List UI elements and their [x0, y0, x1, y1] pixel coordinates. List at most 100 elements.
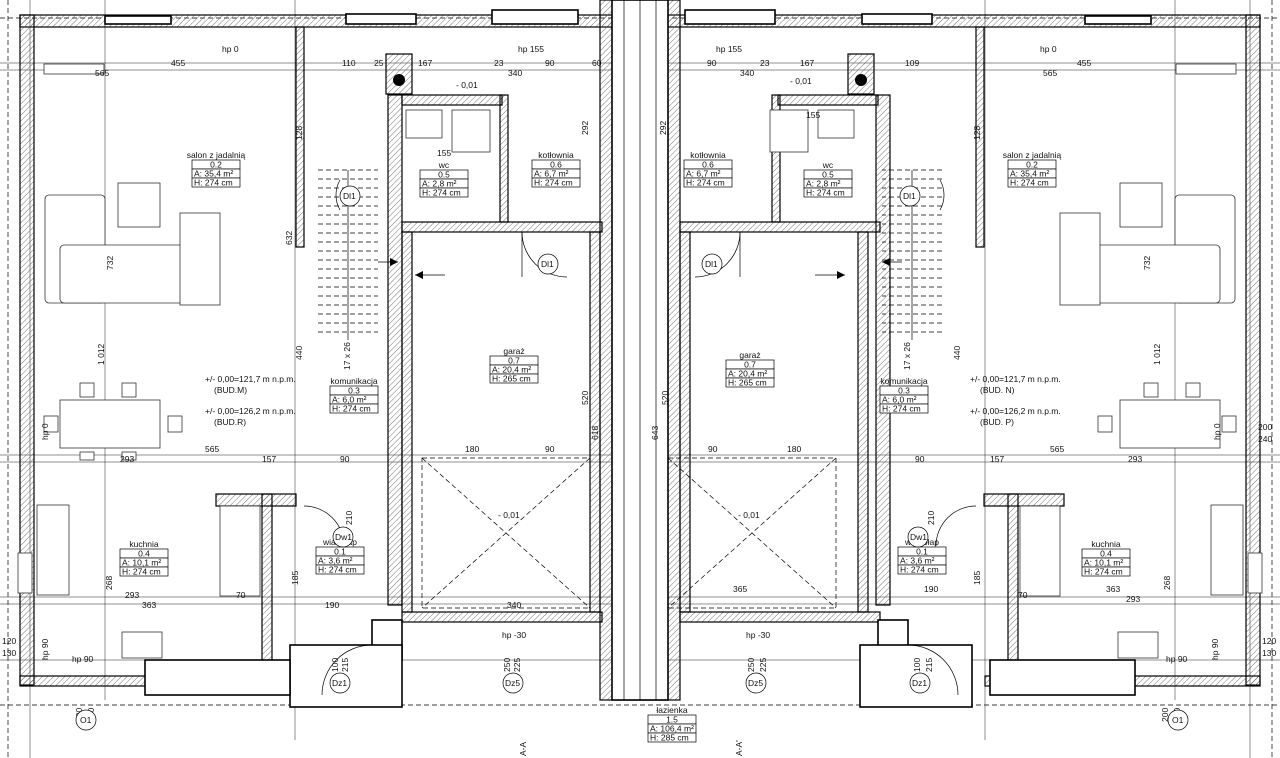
- door-dl1-b: Dl1: [705, 259, 718, 269]
- room-area: A: 6,0 m²: [332, 395, 367, 405]
- room-number: 0.6: [550, 160, 562, 170]
- hp-side-left-0: hp 0: [40, 423, 50, 440]
- room-area: A: 6,7 m²: [686, 169, 721, 179]
- room-area: A: 20,4 m²: [492, 365, 531, 375]
- dim-1012: 1 012: [96, 343, 106, 365]
- room-number: 0.7: [508, 356, 520, 366]
- room-height: H: 274 cm: [422, 188, 461, 198]
- dim-215: 215: [340, 658, 350, 672]
- dim-200: 200: [1258, 422, 1272, 432]
- room-area: A: 2,8 m²: [422, 179, 457, 189]
- dim-180: 180: [465, 444, 479, 454]
- room-name: kotłownia: [690, 150, 726, 160]
- level-bud-n: +/- 0,00=121,7 m n.p.m.: [970, 374, 1061, 384]
- room-area: A: 2,8 m²: [806, 179, 841, 189]
- level-bud-m: +/- 0,00=121,7 m n.p.m.: [205, 374, 296, 384]
- room-height: H: 265 cm: [728, 378, 767, 388]
- room-number: 0.7: [744, 360, 756, 370]
- dim-732-r: 732: [1142, 256, 1152, 270]
- dim-155: 155: [437, 148, 451, 158]
- room-area: A: 35,4 m²: [1010, 169, 1049, 179]
- room-number: 0.4: [138, 549, 150, 559]
- room-name: komunikacja: [880, 376, 928, 386]
- room-name: kuchnia: [1091, 539, 1121, 549]
- dim-618: 618: [590, 426, 600, 440]
- hp-bottom-mid-left: hp -30: [502, 630, 526, 640]
- room-height: H: 274 cm: [900, 565, 939, 575]
- dim-340-r: 340: [740, 68, 754, 78]
- dim-268-r: 268: [1162, 576, 1172, 590]
- dim-130-r: 130: [1262, 648, 1276, 658]
- door-swings: [303, 179, 977, 696]
- stairs-left: [318, 169, 378, 340]
- room-area: A: 3,6 m²: [900, 556, 935, 566]
- window-o1-left: O1: [80, 715, 92, 725]
- dim-632: 632: [284, 231, 294, 245]
- dim-167-r: 167: [800, 58, 814, 68]
- room-height: H: 274 cm: [806, 188, 845, 198]
- dim-225: 225: [512, 658, 522, 672]
- dim-17x26: 17 x 26: [342, 342, 352, 370]
- dim-292: 292: [580, 121, 590, 135]
- room-number: 0.3: [348, 386, 360, 396]
- room-number: 1.5: [666, 715, 678, 725]
- hp-side-right: hp 90: [1210, 638, 1220, 660]
- level-marks: +/- 0,00=121,7 m n.p.m. (BUD.M) +/- 0,00…: [205, 76, 1061, 520]
- hp-bottom-right: hp 90: [1166, 654, 1188, 664]
- dim-157-r: 157: [990, 454, 1004, 464]
- room-number: 0.5: [438, 170, 450, 180]
- room-area: A: 35,4 m²: [194, 169, 233, 179]
- dim-100-r: 100: [912, 658, 922, 672]
- dim-130: 130: [2, 648, 16, 658]
- dim-440-r: 440: [952, 346, 962, 360]
- dim-293-rb: 293: [1126, 594, 1140, 604]
- dim-292-r: 292: [658, 121, 668, 135]
- dim-90-g: 90: [545, 444, 555, 454]
- dim-565-r: 565: [1043, 68, 1057, 78]
- exterior-walls: [19, 0, 1261, 701]
- room-height: H: 274 cm: [194, 178, 233, 188]
- dim-120-r: 120: [1262, 636, 1276, 646]
- room-name: garaż: [503, 346, 524, 356]
- dim-565: 565: [95, 68, 109, 78]
- dim-293: 293: [120, 454, 134, 464]
- level-bud-n-tag: (BUD. N): [980, 385, 1015, 395]
- dim-210: 210: [344, 511, 354, 525]
- interior-walls: [144, 26, 1136, 708]
- dim-455: 455: [171, 58, 185, 68]
- room-height: H: 274 cm: [1084, 567, 1123, 577]
- door-dl1-left: Dl1: [343, 191, 356, 201]
- door-dz5-right: Dz5: [748, 678, 763, 688]
- level-garage-left: - 0,01: [498, 510, 520, 520]
- room-height: H: 274 cm: [122, 567, 161, 577]
- dim-365: 365: [733, 584, 747, 594]
- sink-icon: [817, 109, 855, 139]
- level-floor-right: - 0,01: [790, 76, 812, 86]
- hp-side-left: hp 90: [40, 638, 50, 660]
- dim-167: 167: [418, 58, 432, 68]
- room-height: H: 274 cm: [332, 404, 371, 414]
- hp-bottom-mid-right: hp -30: [746, 630, 770, 640]
- dim-268: 268: [104, 576, 114, 590]
- dim-210-r: 210: [926, 511, 936, 525]
- room-name: komunikacja: [330, 376, 378, 386]
- hp-top-mid-right: hp 155: [716, 44, 742, 54]
- hp-top-left: hp 0: [222, 44, 239, 54]
- dim-340: 340: [508, 68, 522, 78]
- dim-185: 185: [290, 571, 300, 585]
- section-markers: A-A A-A': [518, 740, 744, 756]
- dim-90: 90: [545, 58, 555, 68]
- room-number: 0.2: [210, 160, 222, 170]
- room-number: 0.1: [916, 547, 928, 557]
- dim-293-r: 293: [1128, 454, 1142, 464]
- room-height: H: 274 cm: [318, 565, 357, 575]
- room-area: A: 106,4 m²: [650, 724, 694, 734]
- dim-190-r: 190: [924, 584, 938, 594]
- dim-120: 120: [2, 636, 16, 646]
- room-name: garaż: [739, 350, 760, 360]
